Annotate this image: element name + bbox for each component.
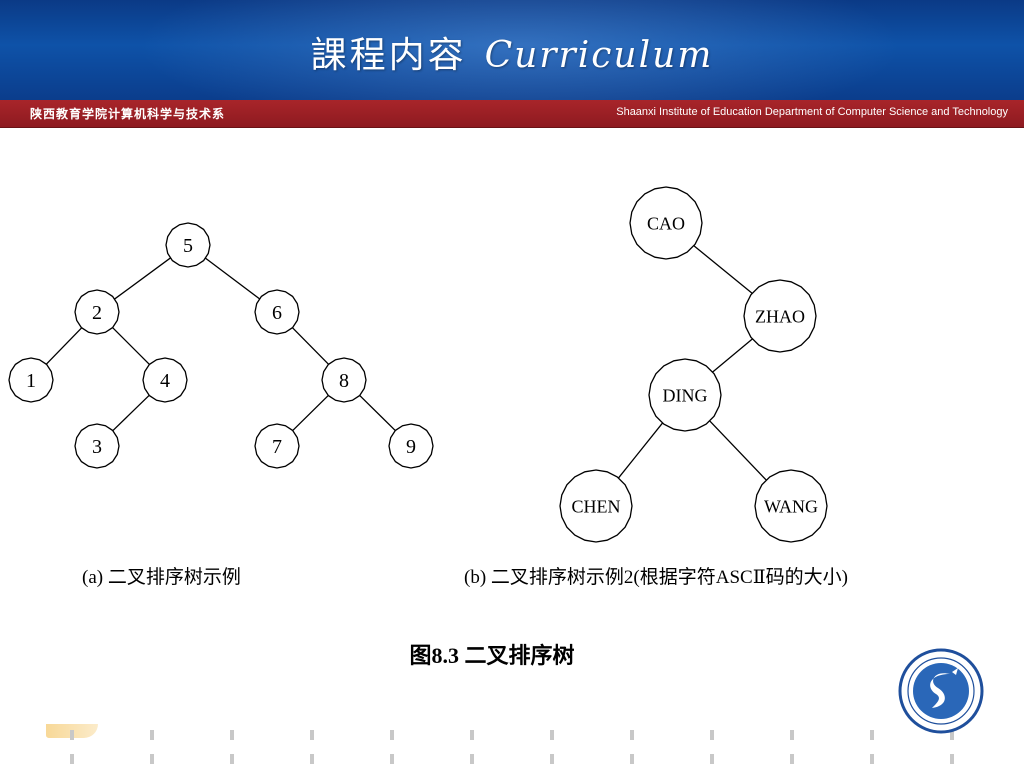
tree-a-node-label: 2 (92, 302, 102, 324)
tree-b-node-outline (754, 469, 828, 543)
tree-b-node-outline (648, 358, 722, 432)
header-title: 課程内容 Curriculum (0, 26, 1024, 78)
tree-a-edges (45, 257, 396, 432)
footer-dash (870, 730, 874, 740)
tree-b-node-outline (559, 469, 633, 543)
tree-b-node-ding: DING (648, 358, 722, 432)
footer-dash (470, 754, 474, 764)
footer-dash (310, 730, 314, 740)
footer-dash (470, 730, 474, 740)
tree-a-nodes: 5 2 6 1 4 8 3 7 9 (8, 222, 434, 469)
tree-b-node-chen: CHEN (559, 469, 633, 543)
tree-b-edge-DING-CHEN (618, 422, 663, 479)
footer-dashes (0, 726, 1024, 768)
footer-dash (550, 754, 554, 764)
footer-dash (550, 730, 554, 740)
tree-a-node-4: 4 (142, 357, 188, 403)
header-title-cn: 課程内容 (310, 35, 467, 76)
tree-b-node-outline (629, 186, 703, 260)
tree-a-edge-5-6 (205, 257, 260, 300)
institute-logo (898, 648, 984, 734)
tree-a-node-outline (8, 357, 54, 403)
tree-a-node-label: 6 (272, 302, 282, 324)
tree-a-node-label: 7 (272, 436, 282, 458)
caption-b: (b) 二叉排序树示例2(根据字符ASCⅡ码的大小) (464, 567, 848, 588)
slide-header: 課程内容 Curriculum (0, 0, 1024, 100)
figure-caption: 图8.3 二叉排序树 (409, 643, 575, 668)
tree-b-edge-CAO-ZHAO (693, 245, 753, 294)
tree-b-edge-ZHAO-DING (712, 338, 753, 373)
footer-dash (390, 730, 394, 740)
tree-a-node-outline (254, 289, 300, 335)
tree-b-node-label: ZHAO (755, 306, 805, 326)
tree-b-edge-DING-WANG (709, 420, 767, 481)
footer-dash (630, 754, 634, 764)
footer-dash (70, 730, 74, 740)
header-glow (0, 0, 1024, 100)
footer-dash (310, 754, 314, 764)
tree-a-edge-5-2 (114, 257, 171, 300)
tree-a-edge-2-4 (112, 327, 150, 365)
footer-dash (950, 754, 954, 764)
footer-dash (390, 754, 394, 764)
footer-dash (710, 754, 714, 764)
tree-b-node-label: CHEN (572, 496, 621, 516)
footer-dash (150, 754, 154, 764)
tree-a-node-outline (388, 423, 434, 469)
tree-a-node-1: 1 (8, 357, 54, 403)
tree-a-node-9: 9 (388, 423, 434, 469)
tree-a-node-2: 2 (74, 289, 120, 335)
tree-b-node-label: WANG (764, 496, 818, 516)
tree-b-node-label: CAO (647, 213, 685, 233)
tree-a-node-label: 4 (160, 370, 170, 392)
tree-a-edge-2-1 (45, 327, 83, 365)
tree-a-node-label: 5 (183, 235, 193, 257)
tree-b-node-wang: WANG (754, 469, 828, 543)
footer-dash (70, 754, 74, 764)
caption-a: (a) 二叉排序树示例 (82, 567, 241, 588)
header-title-en: Curriculum (484, 35, 714, 76)
tree-a-node-outline (321, 357, 367, 403)
tree-a-edge-8-7 (292, 394, 329, 432)
tree-a-node-label: 3 (92, 436, 102, 458)
tree-a-node-8: 8 (321, 357, 367, 403)
footer-dash (630, 730, 634, 740)
tree-a-node-outline (142, 357, 188, 403)
tree-a-node-label: 1 (26, 370, 36, 392)
tree-a-node-outline (74, 423, 120, 469)
footer-dash (710, 730, 714, 740)
footer-dash (790, 754, 794, 764)
tree-b-node-zhao: ZHAO (743, 279, 817, 353)
tree-a-edge-4-3 (112, 394, 150, 432)
footer-dash (870, 754, 874, 764)
tree-a-node-outline (74, 289, 120, 335)
tree-b-node-label: DING (663, 385, 708, 405)
tree-a-node-6: 6 (254, 289, 300, 335)
department-en: Shaanxi Institute of Education Departmen… (616, 106, 1008, 118)
tree-b-edges (618, 245, 767, 481)
tree-a-node-outline (254, 423, 300, 469)
tree-b-nodes: CAO ZHAO DING CHEN WANG (559, 186, 828, 543)
tree-b-node-cao: CAO (629, 186, 703, 260)
footer-dash (150, 730, 154, 740)
footer-dash (230, 754, 234, 764)
tree-a-node-label: 8 (339, 370, 349, 392)
tree-a-node-outline (165, 222, 211, 268)
institution-bar: 陕西教育学院计算机科学与技术系 Shaanxi Institute of Edu… (0, 100, 1024, 128)
tree-a-node-7: 7 (254, 423, 300, 469)
footer-dash (950, 730, 954, 740)
tree-a-edge-6-8 (291, 327, 330, 365)
footer-dash (790, 730, 794, 740)
department-cn: 陕西教育学院计算机科学与技术系 (30, 107, 226, 121)
tree-a-edge-8-9 (359, 394, 396, 432)
tree-a-node-5: 5 (165, 222, 211, 268)
tree-a-node-label: 9 (406, 436, 416, 458)
footer-dash (230, 730, 234, 740)
tree-a-node-3: 3 (74, 423, 120, 469)
tree-b-node-outline (743, 279, 817, 353)
